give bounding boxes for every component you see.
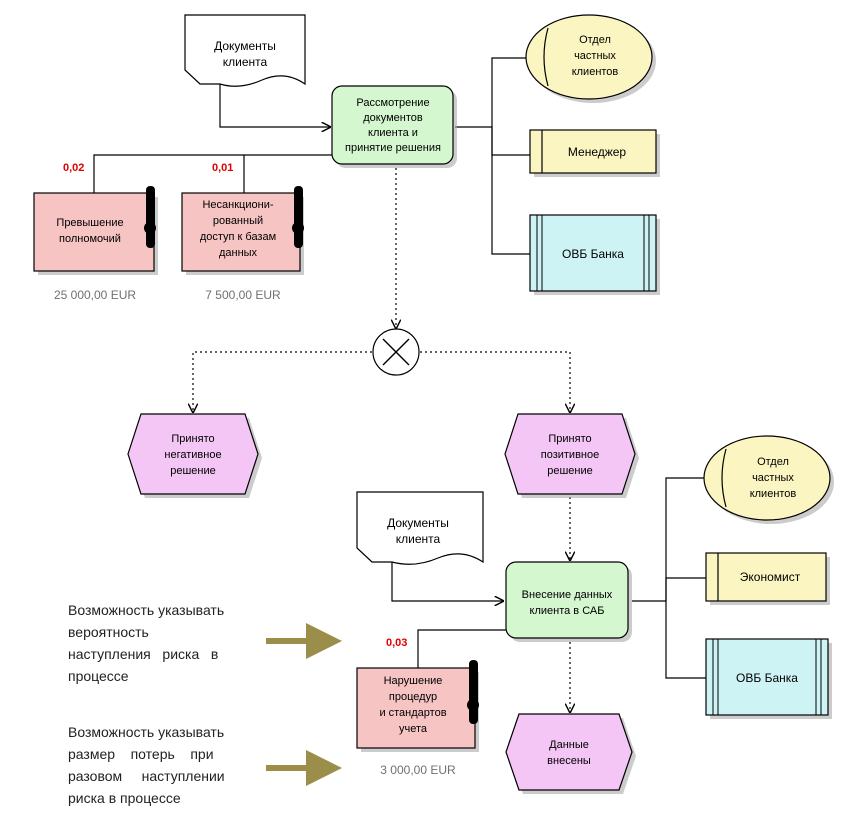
risk-2-line2: рованный xyxy=(213,215,263,227)
annotation-probability: Возможность указывать вероятность наступ… xyxy=(68,602,342,684)
org-unit-bottom-line1: Отдел xyxy=(757,456,789,468)
annotation-1-line1: Возможность указывать xyxy=(68,602,224,618)
annotation-1-line4: процессе xyxy=(68,668,129,684)
function-top-line1: Рассмотрение xyxy=(356,97,429,109)
annotation-2-line2: размер потерь при xyxy=(68,746,214,762)
function-bottom-line2: клиента в САБ xyxy=(530,605,605,617)
risk-1-line2: полномочий xyxy=(59,233,121,245)
risk-3-line4: учета xyxy=(399,723,428,735)
risk-1-probability: 0,02 xyxy=(63,162,84,174)
xor-connector xyxy=(372,328,420,376)
system-top-label: ОВБ Банка xyxy=(562,247,624,261)
risk-3-line1: Нарушение xyxy=(384,675,443,687)
risk-2-line3: доступ к базам xyxy=(200,231,276,243)
event-negative-line2: негативное xyxy=(164,449,221,461)
function-top-line4: принятие решения xyxy=(345,142,441,154)
position-economist: Экономист xyxy=(705,552,830,605)
connectors xyxy=(93,57,707,712)
risk-1-line1: Превышение xyxy=(56,217,123,229)
risk-2-probability: 0,01 xyxy=(212,162,233,174)
system-top: ОВБ Банка xyxy=(529,214,660,295)
position-manager: Менеджер xyxy=(529,129,660,177)
function-bottom-line1: Внесение данных xyxy=(522,589,613,601)
event-negative-line1: Принято xyxy=(171,433,214,445)
documents-bottom-line2: клиента xyxy=(396,532,441,546)
event-positive-decision: Принято позитивное решение xyxy=(504,413,639,498)
event-done-line1: Данные xyxy=(549,739,589,751)
risk-3-line2: процедур xyxy=(389,691,437,703)
org-unit-top: Отдел частных клиентов xyxy=(525,14,656,103)
annotation-2-line1: Возможность указывать xyxy=(68,724,224,740)
documents-top: Документы клиента xyxy=(184,14,306,87)
event-negative-line3: решение xyxy=(170,465,216,477)
risk-1-cost: 25 000,00 EUR xyxy=(54,288,136,302)
position-bottom-label: Экономист xyxy=(740,570,801,584)
annotation-2-line3: разовом наступлении xyxy=(68,768,225,784)
org-unit-top-line2: частных xyxy=(574,50,616,62)
org-unit-top-line1: Отдел xyxy=(579,34,611,46)
event-data-entered: Данные внесены xyxy=(505,713,636,794)
position-top-label: Менеджер xyxy=(568,145,627,159)
annotation-2-line4: риска в процессе xyxy=(68,790,181,806)
org-unit-bottom: Отдел частных клиентов xyxy=(703,435,834,524)
system-bottom-label: ОВБ Банка xyxy=(736,671,798,685)
function-review-documents[interactable]: Рассмотрение документов клиента и принят… xyxy=(331,85,457,168)
risk-3-cost: 3 000,00 EUR xyxy=(380,763,456,777)
function-top-line2: документов xyxy=(363,112,423,124)
annotation-loss-size: Возможность указывать размер потерь при … xyxy=(68,724,342,806)
org-unit-bottom-line3: клиентов xyxy=(750,488,797,500)
documents-bottom-line1: Документы xyxy=(387,516,449,530)
org-unit-bottom-line2: частных xyxy=(752,472,794,484)
function-enter-client-data[interactable]: Внесение данных клиента в САБ xyxy=(505,561,632,642)
event-negative-decision: Принято негативное решение xyxy=(127,413,262,498)
event-positive-line2: позитивное xyxy=(541,449,599,461)
risk-accounting-violation: 0,03 Нарушение процедур и стандартов уче… xyxy=(356,637,479,777)
function-top-line3: клиента и xyxy=(368,127,418,139)
annotation-1-line3: наступления риска в xyxy=(68,646,218,662)
risk-3-probability: 0,03 xyxy=(386,637,407,649)
risk-3-line3: и стандартов xyxy=(379,707,446,719)
risk-2-line1: Несанкциони- xyxy=(202,199,273,211)
risk-exceed-authority: 0,02 Превышение полномочий 25 000,00 EUR xyxy=(33,162,158,302)
event-positive-line1: Принято xyxy=(548,433,591,445)
documents-top-line1: Документы xyxy=(214,39,276,53)
documents-bottom: Документы клиента xyxy=(356,491,484,565)
risk-unauthorized-access: 0,01 Несанкциони- рованный доступ к база… xyxy=(181,162,304,302)
event-done-line2: внесены xyxy=(547,755,591,767)
risk-2-line4: данных xyxy=(219,247,258,259)
system-bottom: ОВБ Банка xyxy=(705,638,832,719)
risk-2-cost: 7 500,00 EUR xyxy=(205,288,281,302)
org-unit-top-line3: клиентов xyxy=(572,66,619,78)
documents-top-line2: клиента xyxy=(223,55,268,69)
annotation-1-line2: вероятность xyxy=(68,624,149,640)
event-positive-line3: решение xyxy=(547,465,593,477)
